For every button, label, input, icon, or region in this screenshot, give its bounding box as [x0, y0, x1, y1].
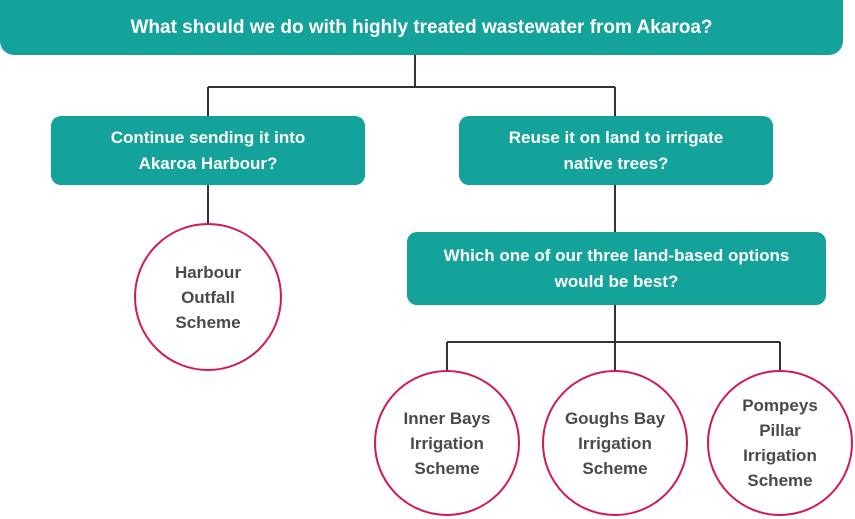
inner-bays-scheme-circle: Inner Bays Irrigation Scheme	[374, 370, 520, 516]
harbour-option-text: Continue sending it into Akaroa Harbour?	[110, 127, 306, 173]
goughs-bay-scheme-label: Goughs Bay Irrigation Scheme	[564, 408, 666, 478]
inner-bays-scheme-label: Inner Bays Irrigation Scheme	[403, 408, 491, 478]
land-option-text: Reuse it on land to irrigate native tree…	[508, 127, 724, 173]
pompeys-pillar-scheme-circle: Pompeys Pillar Irrigation Scheme	[707, 370, 853, 516]
goughs-bay-scheme-circle: Goughs Bay Irrigation Scheme	[542, 370, 688, 516]
root-question-text: What should we do with highly treated wa…	[130, 16, 713, 38]
harbour-option-box: Continue sending it into Akaroa Harbour?	[51, 116, 365, 185]
harbour-outfall-scheme-circle: Harbour Outfall Scheme	[134, 223, 282, 371]
land-option-box: Reuse it on land to irrigate native tree…	[459, 116, 773, 185]
land-question-text: Which one of our three land-based option…	[443, 245, 790, 291]
pompeys-pillar-scheme-label: Pompeys Pillar Irrigation Scheme	[742, 396, 818, 490]
land-question-box: Which one of our three land-based option…	[407, 232, 826, 305]
harbour-outfall-scheme-label: Harbour Outfall Scheme	[174, 262, 242, 332]
root-question-box: What should we do with highly treated wa…	[0, 0, 843, 55]
